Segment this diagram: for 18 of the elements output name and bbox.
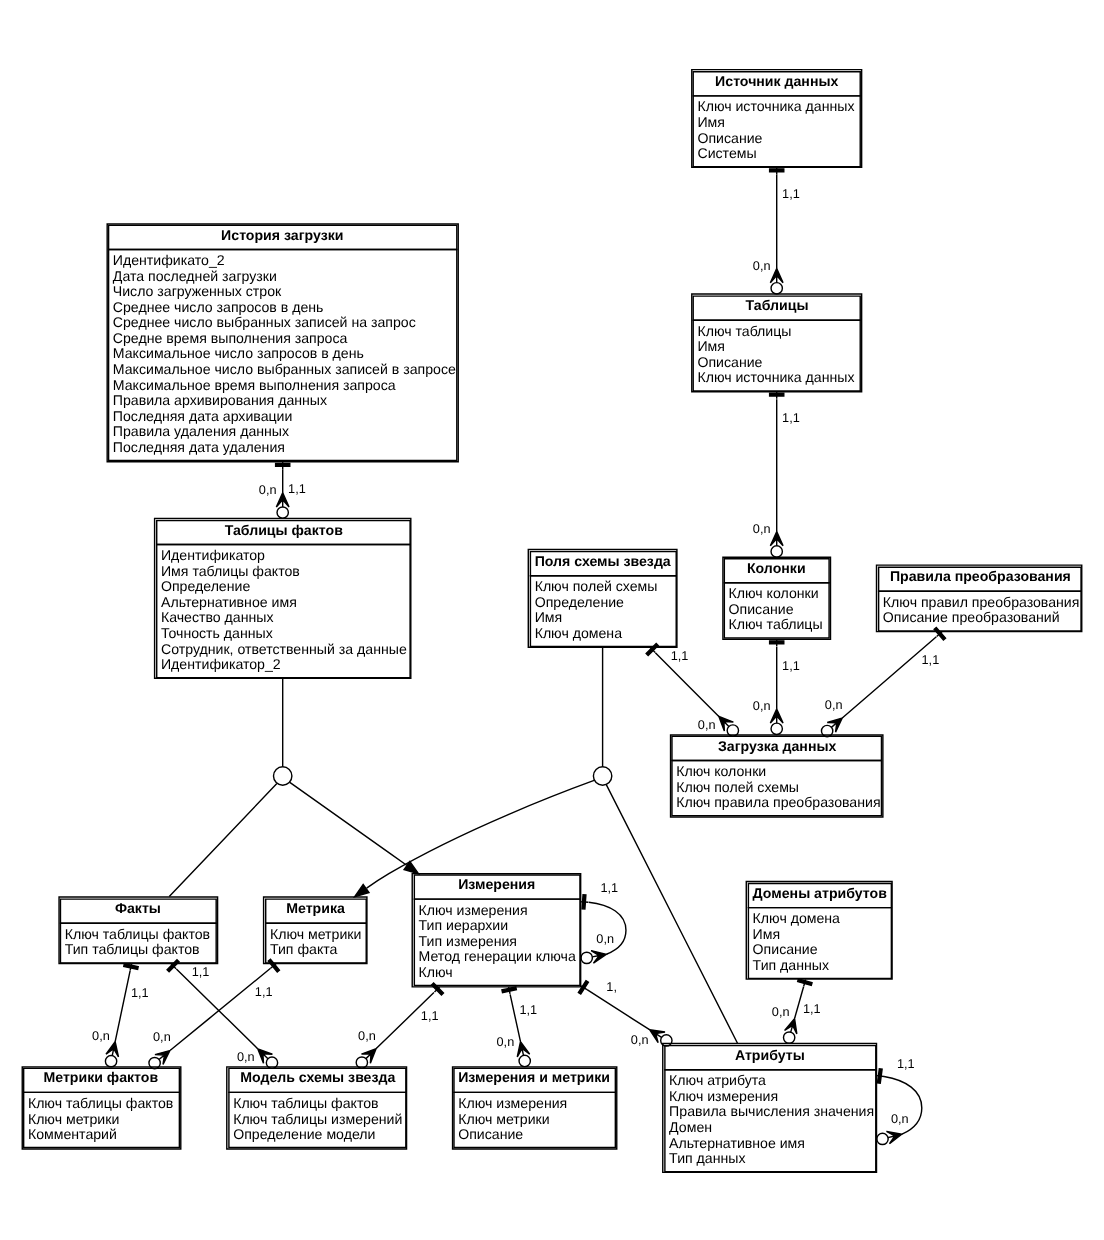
connector	[148, 957, 281, 1069]
connector	[282, 676, 284, 767]
connector	[820, 625, 947, 737]
connector	[104, 961, 140, 1067]
connector	[580, 892, 627, 964]
connector	[782, 977, 813, 1043]
connector	[605, 783, 739, 1043]
connector	[601, 645, 604, 767]
connector	[166, 957, 279, 1069]
connector	[168, 781, 278, 897]
connector	[501, 985, 532, 1067]
node-semicircle	[272, 765, 293, 785]
connector	[577, 978, 673, 1046]
arrow	[289, 780, 421, 874]
connector	[876, 1066, 923, 1145]
connector	[355, 980, 445, 1068]
connector	[645, 641, 740, 736]
node-semicircle	[592, 765, 613, 785]
